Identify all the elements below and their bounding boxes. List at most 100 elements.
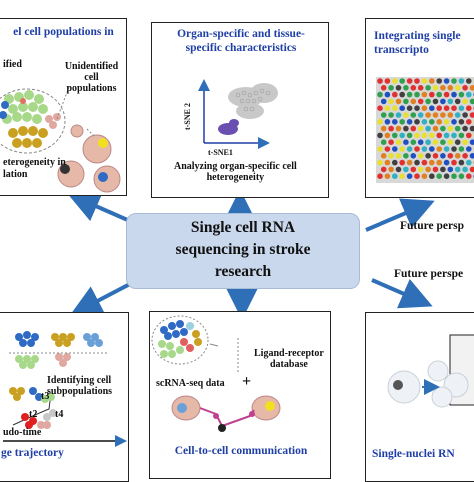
spatial-spot [462, 153, 468, 159]
spatial-spot [392, 119, 398, 125]
spatial-spot [458, 105, 465, 111]
spatial-spot [380, 139, 387, 145]
spatial-spot [458, 91, 465, 98]
spatial-spot [436, 91, 442, 98]
axis-y-label: t-SNE 2 [182, 103, 192, 130]
spatial-spot [436, 119, 442, 125]
axis-x-label: t-SNE1 [208, 148, 233, 157]
panel-organ-specific: Organ-specific and tissue- specific char… [151, 22, 329, 198]
spatial-spot [466, 105, 472, 111]
spatial-spot [429, 173, 435, 179]
spatial-spot [421, 159, 428, 166]
spatial-spot [458, 159, 465, 166]
panel-trajectory: Identifying cell subpopulations t3 t2 t4… [0, 312, 129, 482]
cell-large-4 [70, 124, 84, 138]
spatial-spot [462, 98, 468, 105]
spatial-spot [447, 112, 454, 118]
spatial-spot [447, 139, 454, 145]
spatial-spot [384, 119, 391, 125]
spatial-spot [384, 105, 391, 111]
arrow-to-top-left [67, 191, 133, 224]
spatial-spot [392, 105, 398, 111]
spatial-spot [410, 166, 417, 173]
spatial-spot [458, 173, 465, 179]
ligand-label: Ligand-receptor database [254, 348, 324, 370]
spatial-spot [469, 153, 474, 159]
spatial-spot [403, 85, 409, 91]
panel-single-nuclei: Single-nuclei RN [365, 312, 474, 482]
arrow-to-bottom-right [371, 278, 433, 309]
spatial-spot [417, 153, 424, 159]
spatial-spot [436, 159, 442, 166]
spatial-spot [403, 98, 409, 105]
spatial-spot [466, 159, 472, 166]
spatial-spot [447, 166, 454, 173]
spatial-spot [417, 125, 424, 132]
spatial-spot [462, 85, 468, 91]
spatial-spot [403, 153, 409, 159]
spatial-spot [410, 139, 417, 145]
panel-integrating: Integrating single transcripto [365, 18, 474, 198]
spatial-spot [399, 105, 405, 111]
panel-title: Integrating single transcripto [374, 30, 461, 56]
spatial-spot [466, 91, 472, 98]
spatial-spot [451, 159, 457, 166]
spatial-spot [421, 173, 428, 179]
spatial-spot [451, 91, 457, 98]
spatial-spot [417, 139, 424, 145]
panel-title: Organ-specific and tissue- specific char… [177, 28, 305, 54]
spatial-spot [458, 146, 465, 152]
spatial-spot [414, 146, 420, 152]
spatial-spot [377, 119, 383, 125]
spatial-spot [421, 78, 428, 84]
spatial-spot [443, 173, 450, 179]
spatial-spot [458, 119, 465, 125]
spatial-map-graphic [376, 77, 474, 183]
panel-title: Cell-to-cell communication [174, 445, 308, 457]
spatial-spot [436, 173, 442, 179]
spatial-spot [421, 146, 428, 152]
spatial-spot [429, 146, 435, 152]
spatial-spot [436, 78, 442, 84]
spatial-spot [417, 112, 424, 118]
spatial-spot [388, 139, 394, 145]
panel-title: Single-nuclei RN [372, 448, 455, 460]
spatial-spot [417, 166, 424, 173]
spatial-spot [410, 85, 417, 91]
scrna-label: scRNA-seq data [156, 378, 225, 389]
panel-title: ge trajectory [1, 447, 64, 459]
spatial-spot [443, 146, 450, 152]
trajectory-graphic [3, 331, 127, 447]
spatial-spot [425, 112, 431, 118]
spatial-spot [432, 166, 439, 173]
spatial-spot [395, 125, 402, 132]
spatial-spot [414, 173, 420, 179]
spatial-spot [429, 132, 435, 139]
spatial-spot [406, 91, 413, 98]
spatial-spot [447, 125, 454, 132]
spatial-spot [421, 105, 428, 111]
spatial-spot [403, 125, 409, 132]
spatial-spot [469, 139, 474, 145]
spatial-spot [454, 85, 461, 91]
spatial-spot [443, 132, 450, 139]
spatial-spot [384, 78, 391, 84]
spatial-spot [469, 85, 474, 91]
spatial-spot [466, 119, 472, 125]
spatial-spot [425, 85, 431, 91]
spatial-spot [462, 139, 468, 145]
spatial-spot [454, 112, 461, 118]
spatial-spot [454, 153, 461, 159]
spatial-spot [432, 98, 439, 105]
spatial-spot [443, 119, 450, 125]
spatial-spot [451, 105, 457, 111]
spatial-spot [458, 132, 465, 139]
spatial-spot [377, 91, 383, 98]
spatial-spot [406, 173, 413, 179]
plus-sign: + [242, 373, 252, 390]
spatial-spot [447, 153, 454, 159]
future-label-upper: Future persp [400, 220, 464, 232]
spatial-spot [380, 85, 387, 91]
spatial-spot [429, 91, 435, 98]
spatial-spot [403, 166, 409, 173]
